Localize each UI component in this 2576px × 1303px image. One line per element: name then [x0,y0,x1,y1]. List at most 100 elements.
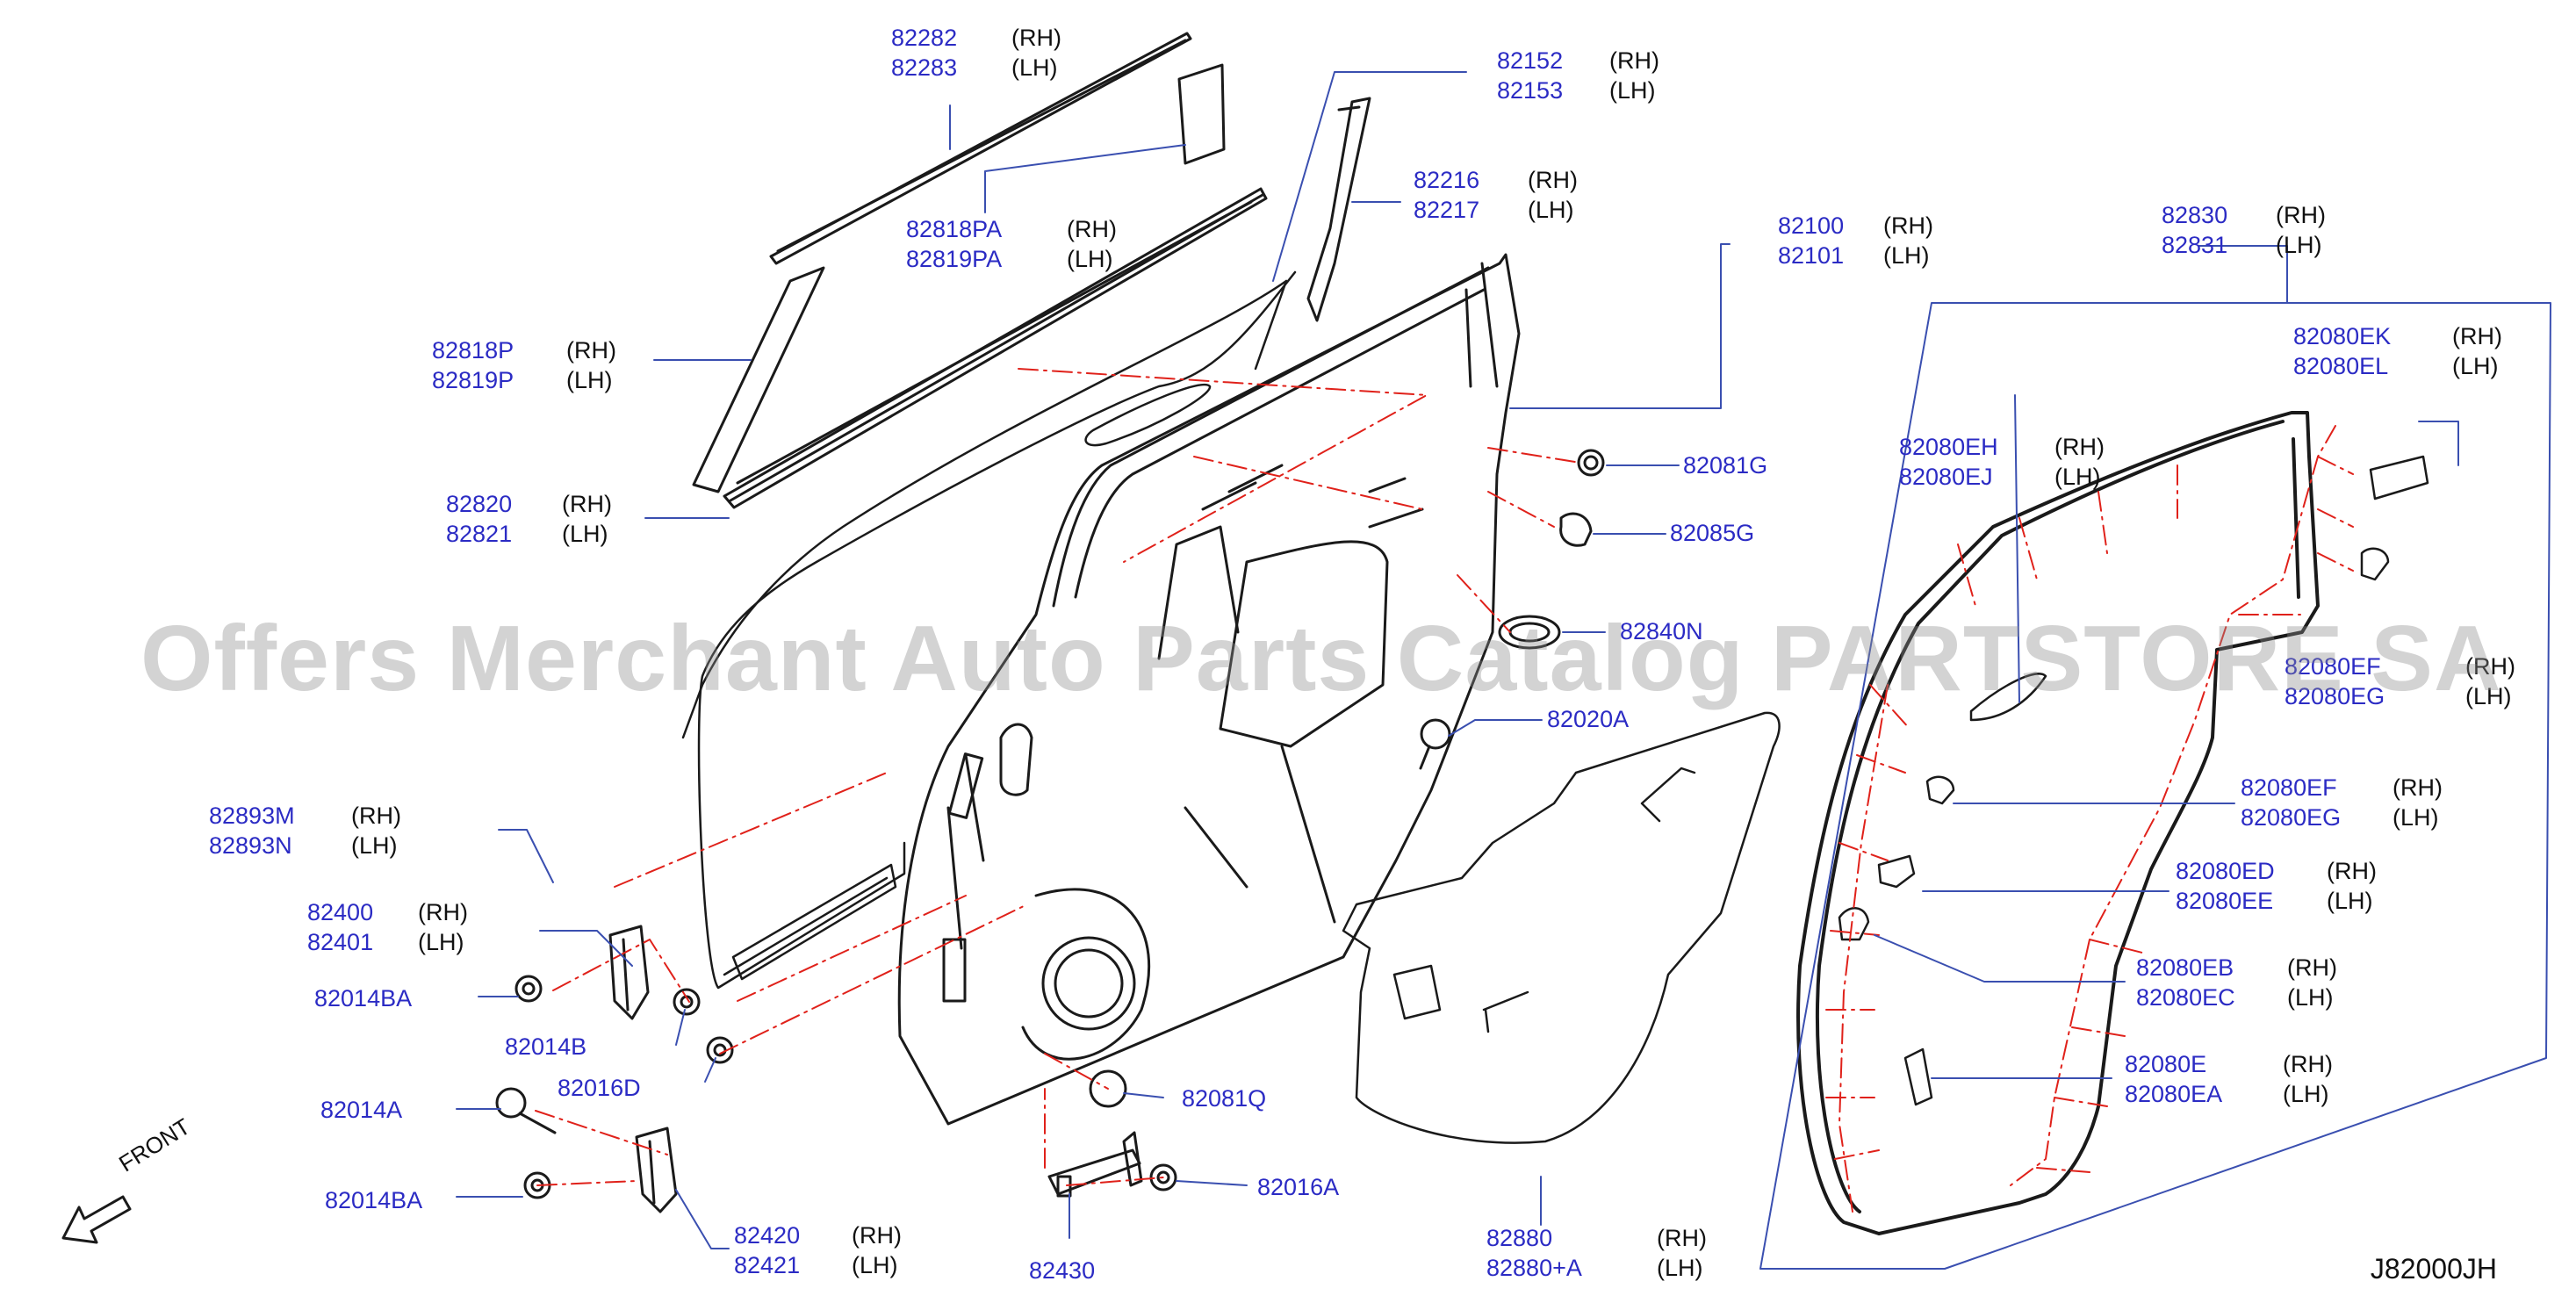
part-number-82153: 82153 [1497,77,1564,104]
assembly-reference-lines [535,368,2354,1213]
door-check-link [1047,1131,1143,1198]
part-number-82400: 82400 [307,899,374,925]
part-number-82014B: 82014B [505,1033,587,1060]
side-rh: (RH) [2283,1051,2333,1077]
sash-channel [1306,97,1371,322]
side-lh: (LH) [1528,197,1574,223]
pillar-tape-upper [1177,63,1226,165]
part-number-82080EC: 82080EC [2136,984,2235,1011]
front-direction-arrow [61,1195,132,1244]
part-number-82282: 82282 [891,25,958,51]
side-rh: (RH) [2465,653,2515,680]
side-lh: (LH) [1011,54,1058,81]
fastener-bolts [495,718,1451,1199]
part-number-82080EB: 82080EB [2136,954,2234,981]
part-number-82820: 82820 [446,491,513,517]
side-rh: (RH) [2287,954,2337,981]
part-number-82401: 82401 [307,929,374,955]
part-number-82085G: 82085G [1670,520,1755,546]
inner-weatherstrip-molding [723,187,1268,509]
side-lh: (LH) [2465,683,2512,709]
part-number-82818P: 82818P [432,337,514,364]
grommet-plugs [1089,449,1605,1108]
side-lh: (LH) [2287,984,2334,1011]
part-number-82880: 82880 [1486,1225,1553,1251]
part-number-82020A: 82020A [1547,706,1630,732]
side-rh: (RH) [562,491,612,517]
part-number-82081G: 82081G [1683,452,1768,479]
watermark-text: Offers Merchant Auto Parts Catalog PARTS… [140,607,2502,710]
part-number-82893M: 82893M [209,803,295,829]
side-rh: (RH) [2327,858,2377,884]
side-lh: (LH) [1883,242,1930,269]
leader-lines [456,71,2551,1270]
side-rh: (RH) [852,1222,902,1249]
part-number-82893N: 82893N [209,832,292,859]
side-rh: (RH) [2393,774,2443,801]
side-rh: (RH) [2452,323,2502,349]
side-rh: (RH) [1883,212,1933,239]
part-number-82080EG: 82080EG [2285,683,2385,709]
part-number-82014BA-lower: 82014BA [325,1187,423,1213]
part-number-82080EH: 82080EH [1899,434,1998,460]
part-number-82080EK: 82080EK [2293,323,2392,349]
part-number-82840N: 82840N [1620,618,1703,644]
part-number-82217: 82217 [1414,197,1480,223]
side-rh: (RH) [418,899,468,925]
part-number-82080EF: 82080EF [2241,774,2337,801]
part-number-82283: 82283 [891,54,958,81]
side-rh: (RH) [1011,25,1061,51]
side-lh: (LH) [2283,1081,2329,1107]
side-lh: (LH) [2276,232,2322,258]
part-number-82216: 82216 [1414,167,1480,193]
part-number-82831: 82831 [2162,232,2228,258]
side-rh: (RH) [2276,202,2326,228]
side-rh: (RH) [1609,47,1659,74]
side-lh: (LH) [418,929,464,955]
part-number-82080EF: 82080EF [2285,653,2381,680]
side-rh: (RH) [1657,1225,1707,1251]
part-number-82080EA: 82080EA [2125,1081,2223,1107]
weatherstrip-clips [1838,455,2429,1106]
part-number-82014A: 82014A [320,1097,403,1123]
part-number-82821: 82821 [446,521,513,547]
door-outer-panel [697,270,1297,990]
part-number-82819P: 82819P [432,367,514,393]
part-number-82080EG: 82080EG [2241,804,2342,831]
part-number-82080EE: 82080EE [2176,888,2274,914]
side-lh: (LH) [566,367,613,393]
part-number-82430: 82430 [1029,1257,1096,1284]
door-inner-panel [897,253,1521,1126]
part-number-82880-A: 82880+A [1486,1255,1582,1281]
drawing-code: J82000JH [2370,1253,2497,1285]
side-lh: (LH) [2327,888,2373,914]
upper-hinge [608,925,650,1020]
side-rh: (RH) [351,803,401,829]
side-lh: (LH) [2452,353,2499,379]
part-number-82080E: 82080E [2125,1051,2207,1077]
side-lh: (LH) [562,521,608,547]
part-number-82080EJ: 82080EJ [1899,464,1993,490]
side-rh: (RH) [1528,167,1578,193]
door-sealing-screen [1342,711,1781,1144]
part-number-82080ED: 82080ED [2176,858,2275,884]
part-number-82420: 82420 [734,1222,801,1249]
side-lh: (LH) [2054,464,2101,490]
door-weatherstrip [1796,411,2320,1235]
part-number-82101: 82101 [1778,242,1845,269]
part-number-82080EL: 82080EL [2293,353,2389,379]
part-number-82016A: 82016A [1257,1174,1340,1200]
pillar-tape-lower [692,266,825,493]
outer-weatherstrip-molding [769,32,1192,265]
side-lh: (LH) [1657,1255,1703,1281]
part-number-82819PA: 82819PA [906,246,1003,272]
door-glass [681,279,1288,739]
part-number-82081Q: 82081Q [1182,1085,1267,1112]
part-number-82152: 82152 [1497,47,1564,74]
part-number-82421: 82421 [734,1252,801,1278]
part-number-82830: 82830 [2162,202,2228,228]
part-number-82016D: 82016D [558,1075,641,1101]
side-lh: (LH) [351,832,398,859]
side-lh: (LH) [1609,77,1656,104]
